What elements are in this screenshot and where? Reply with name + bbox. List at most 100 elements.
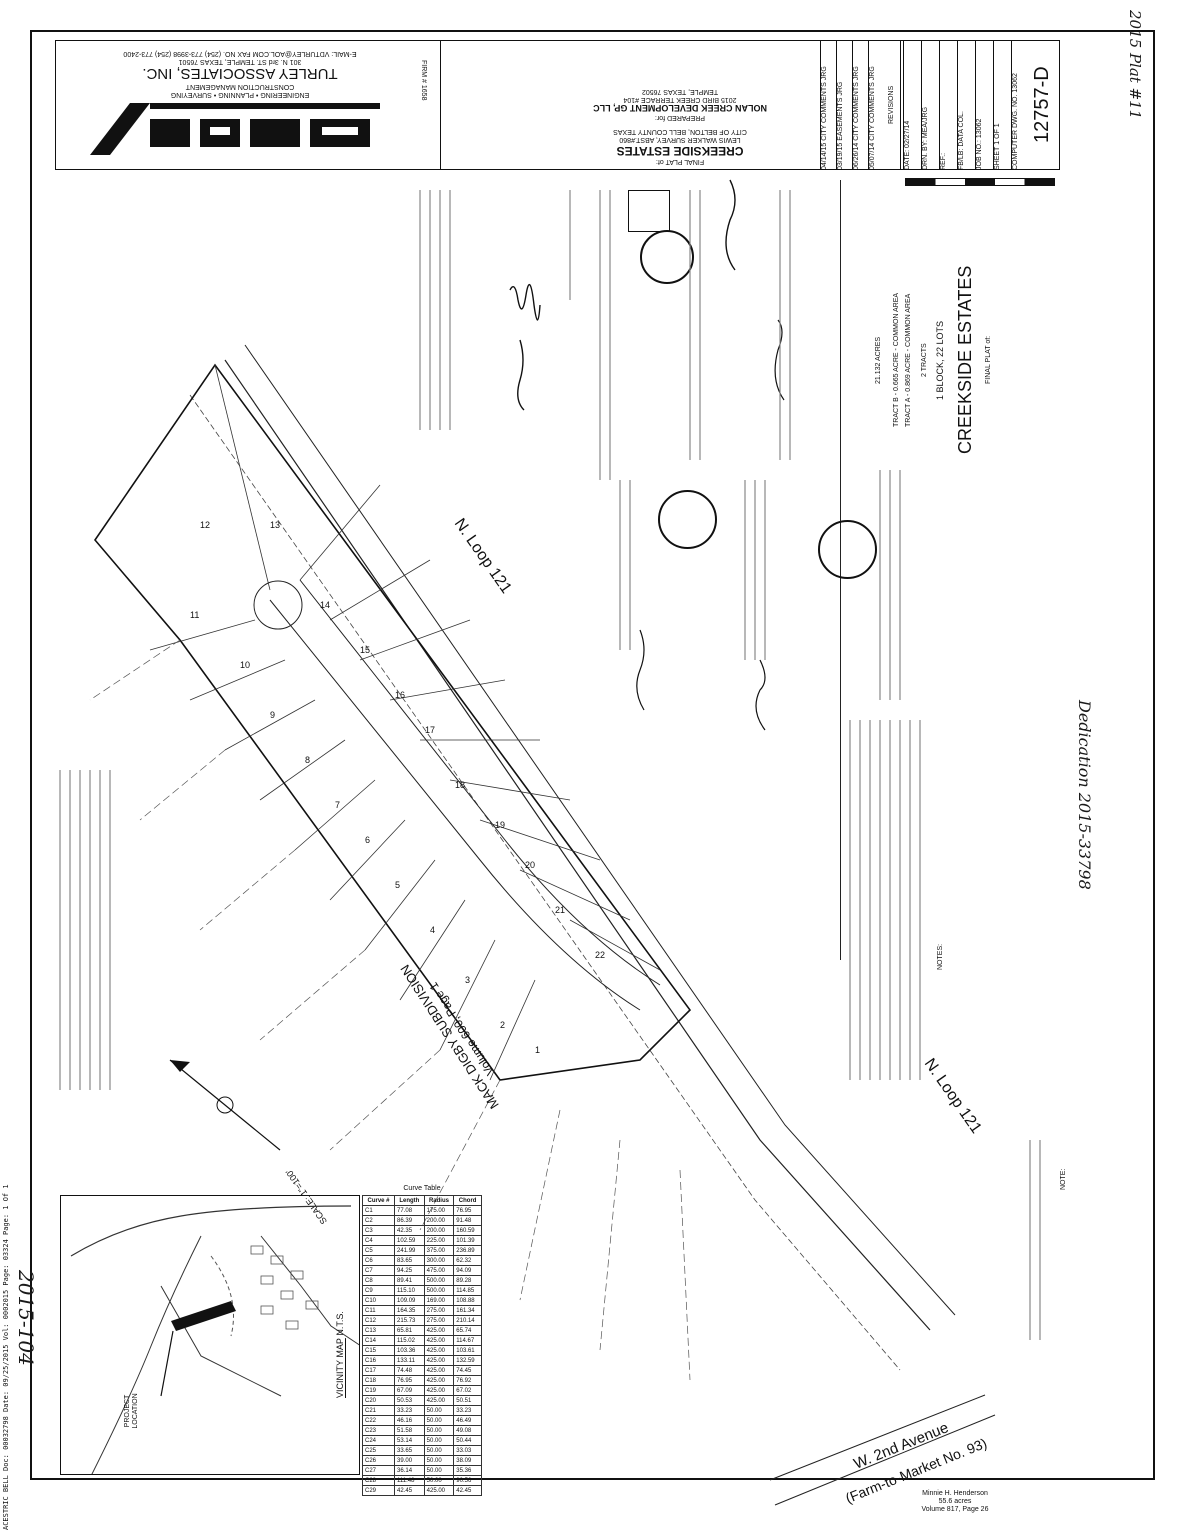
curve-table-cell: 76.92 <box>453 1375 482 1386</box>
curve-table-cell: C10 <box>361 1295 396 1306</box>
curve-table-cell: 210.14 <box>453 1315 482 1326</box>
location-label: LOCATION <box>132 1393 140 1429</box>
curve-table-cell: 425.00 <box>423 1345 455 1356</box>
curve-table-title: Curve Table <box>403 1185 441 1192</box>
curve-table-cell: 425.00 <box>423 1485 455 1496</box>
curve-table-cell: C12 <box>361 1315 396 1326</box>
project-location-label: PROJECT LOCATION <box>124 1371 156 1451</box>
curve-table-cell: 67.02 <box>453 1385 482 1396</box>
curve-col-header: Curve # <box>361 1195 396 1206</box>
curve-table-cell: 86.39 <box>394 1215 425 1226</box>
curve-table-cell: 74.48 <box>394 1365 425 1376</box>
curve-table-cell: C5 <box>361 1245 396 1256</box>
curve-table-cell: C11 <box>361 1305 396 1316</box>
curve-table-cell: 94.25 <box>394 1265 425 1276</box>
curve-table-cell: 114.85 <box>453 1285 482 1296</box>
project-site <box>171 1301 236 1331</box>
curve-table-cell: 50.00 <box>423 1405 455 1416</box>
curve-table-cell: C26 <box>361 1455 396 1466</box>
lot-number: 7 <box>335 800 341 810</box>
lot-number: 17 <box>425 725 436 735</box>
curve-col-header: Chord <box>453 1195 482 1206</box>
curve-table-cell: 50.44 <box>453 1435 482 1446</box>
vicinity-map-label: VICINITY MAP <box>335 1338 345 1399</box>
curve-table-cell: 236.89 <box>453 1245 482 1256</box>
curve-table-cell: 425.00 <box>423 1355 455 1366</box>
lot-number: 6 <box>365 835 371 845</box>
curve-table-cell: 35.36 <box>453 1465 482 1476</box>
curve-table-cell: C7 <box>361 1265 396 1276</box>
lot-number: 20 <box>525 860 536 870</box>
curve-table-cell: 50.00 <box>423 1415 455 1426</box>
lot-number: 2 <box>500 1020 506 1030</box>
curve-table-cell: 103.36 <box>394 1345 425 1356</box>
curve-table-cell: 83.65 <box>394 1255 425 1266</box>
lot-number: 10 <box>240 660 251 670</box>
curve-table-cell: 46.16 <box>394 1415 425 1426</box>
curve-table-cell: C19 <box>361 1385 396 1396</box>
curve-table-cell: 200.00 <box>423 1225 455 1236</box>
curve-table-cell: 108.88 <box>453 1295 482 1306</box>
lot-number: 22 <box>595 950 606 960</box>
info-block: DATE: 02/27/14 DRN. BY: MEA/JRG REF.: FB… <box>900 40 1061 170</box>
curve-table-cell: 42.45 <box>394 1485 425 1496</box>
vicinity-map <box>60 1195 360 1475</box>
vicinity-nts: N.T.S. <box>335 1311 345 1337</box>
lot-number: 5 <box>395 880 401 890</box>
lot-number: 3 <box>465 975 471 985</box>
curve-table-cell: 76.95 <box>453 1205 482 1216</box>
curve-table-cell: C29 <box>361 1485 396 1496</box>
curve-table-cell: C24 <box>361 1435 396 1446</box>
lot-number: 18 <box>455 780 466 790</box>
curve-table-cell: 50.00 <box>423 1425 455 1436</box>
curve-table-cell: 33.23 <box>453 1405 482 1416</box>
curve-table-cell: C9 <box>361 1285 396 1296</box>
curve-table-cell: 425.00 <box>423 1385 455 1396</box>
lot-number: 15 <box>360 645 371 655</box>
curve-table-cell: 200.00 <box>423 1215 455 1226</box>
curve-table-cell: C21 <box>361 1405 396 1416</box>
curve-table-cell: 77.08 <box>394 1205 425 1216</box>
curve-table-cell: 300.00 <box>423 1255 455 1266</box>
scale-bar <box>905 178 1055 186</box>
lot-number: 14 <box>320 600 331 610</box>
curve-table-cell: 109.09 <box>394 1295 425 1306</box>
curve-table-cell: 50.00 <box>423 1475 455 1486</box>
curve-table-cell: 76.95 <box>394 1375 425 1386</box>
curve-table-cell: 67.09 <box>394 1385 425 1396</box>
curve-table-cell: C28 <box>361 1475 396 1486</box>
title-divider-1 <box>440 40 441 170</box>
curve-table-cell: 74.45 <box>453 1365 482 1376</box>
lot-number: 9 <box>270 710 276 720</box>
lot-number: 8 <box>305 755 311 765</box>
curve-table-cell: C16 <box>361 1355 396 1366</box>
margin-note-dedication: Dedication 2015-33798 <box>1075 700 1094 890</box>
curve-table-cell: 50.00 <box>423 1435 455 1446</box>
curve-table-cell: 33.65 <box>394 1445 425 1456</box>
lot-number: 4 <box>430 925 436 935</box>
curve-table-cell: 425.00 <box>423 1365 455 1376</box>
title-block <box>55 40 1060 170</box>
curve-table-cell: 160.59 <box>453 1225 482 1236</box>
curve-table-cell: 115.10 <box>394 1285 425 1296</box>
margin-note-bottom-left: 2015-104 <box>14 1270 38 1366</box>
curve-table-cell: C20 <box>361 1395 396 1406</box>
curve-table-cell: 275.00 <box>423 1305 455 1316</box>
curve-table-cell: 50.00 <box>423 1455 455 1466</box>
